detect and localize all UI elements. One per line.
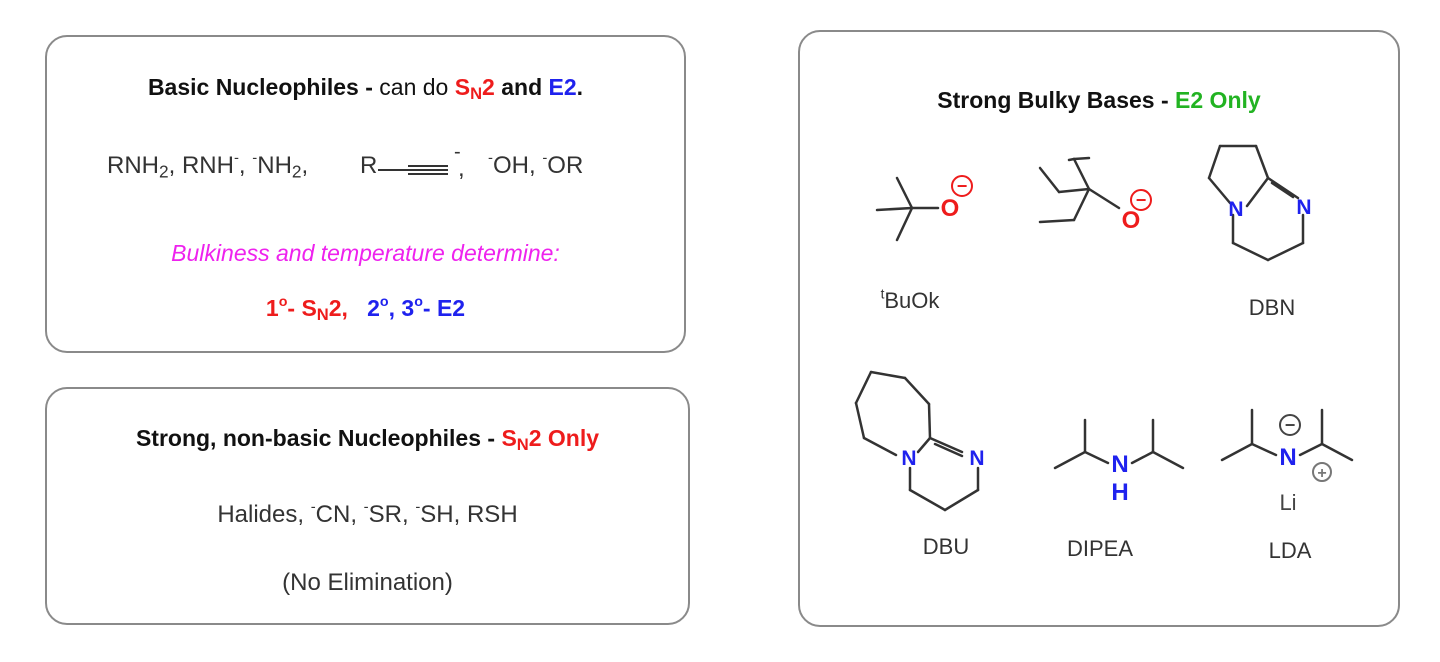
bulky-bases-title: Strong Bulky Bases - E2 Only xyxy=(937,87,1261,113)
oxygen-atom-2: O xyxy=(1122,207,1141,234)
alkyne-triple-bond xyxy=(378,165,448,175)
dipea-nitrogen: N xyxy=(1111,451,1128,478)
negative-charge-icon xyxy=(1130,189,1152,211)
dbu-nitrogen-2: N xyxy=(969,447,984,470)
non-basic-nucleophiles-box: Strong, non-basic Nucleophiles - SN2 Onl… xyxy=(45,387,690,625)
basic-nucleophiles-title: Basic Nucleophiles - can do SN2 and E2. xyxy=(147,74,584,104)
base-label-dipea: DIPEA xyxy=(1066,536,1134,561)
dbn-nitrogen-1: N xyxy=(1228,198,1243,221)
tbuok-structure xyxy=(875,176,940,242)
lda-structure xyxy=(1220,408,1354,462)
base-label-dbn: DBN xyxy=(1248,295,1296,320)
lithium-atom: Li xyxy=(1279,490,1296,515)
base-label-dbu: DBU xyxy=(922,534,970,559)
negative-charge-icon xyxy=(951,175,973,197)
dipea-structure xyxy=(1053,418,1185,470)
negative-charge-sign: − xyxy=(1136,190,1147,210)
positive-charge-icon xyxy=(1312,462,1332,482)
no-elimination-note: (No Elimination) xyxy=(282,569,453,596)
negative-charge-sign: − xyxy=(957,176,968,196)
dbn-structure xyxy=(1207,144,1305,262)
base-label-tbuok: tBuOk xyxy=(880,286,940,313)
bulkiness-note: Bulkiness and temperature determine: xyxy=(171,240,560,266)
negative-charge-icon xyxy=(1279,414,1301,436)
triethylmethoxide-structure xyxy=(1038,156,1121,224)
oxygen-atom-1: O xyxy=(941,195,960,222)
dbu-structure xyxy=(854,370,980,512)
dbu-nitrogen-1: N xyxy=(901,447,916,470)
alkyne-nucleophile: R - , xyxy=(360,137,470,187)
non-basic-nucleophile-list: Halides, -CN, -SR, -SH, RSH xyxy=(217,499,518,528)
selectivity-rules: 1o- SN2, 2o, 3o- E2 xyxy=(265,294,466,325)
basic-nucleophile-list: RNH2, RNH-, -NH2, xyxy=(107,150,309,182)
base-label-lda: LDA xyxy=(1268,538,1312,563)
bulky-bases-box: Strong Bulky Bases - E2 Only xyxy=(798,30,1400,627)
dipea-hydrogen: H xyxy=(1111,479,1128,506)
positive-charge-sign: + xyxy=(1317,465,1326,482)
oxygen-nucleophile-list: -OH, -OR xyxy=(488,150,584,179)
lda-nitrogen: N xyxy=(1279,444,1296,471)
dbn-nitrogen-2: N xyxy=(1296,196,1311,219)
negative-charge-sign: − xyxy=(1285,415,1296,435)
non-basic-nucleophiles-title: Strong, non-basic Nucleophiles - SN2 Onl… xyxy=(135,425,600,455)
basic-nucleophiles-box: Basic Nucleophiles - can do SN2 and E2. … xyxy=(45,35,686,353)
